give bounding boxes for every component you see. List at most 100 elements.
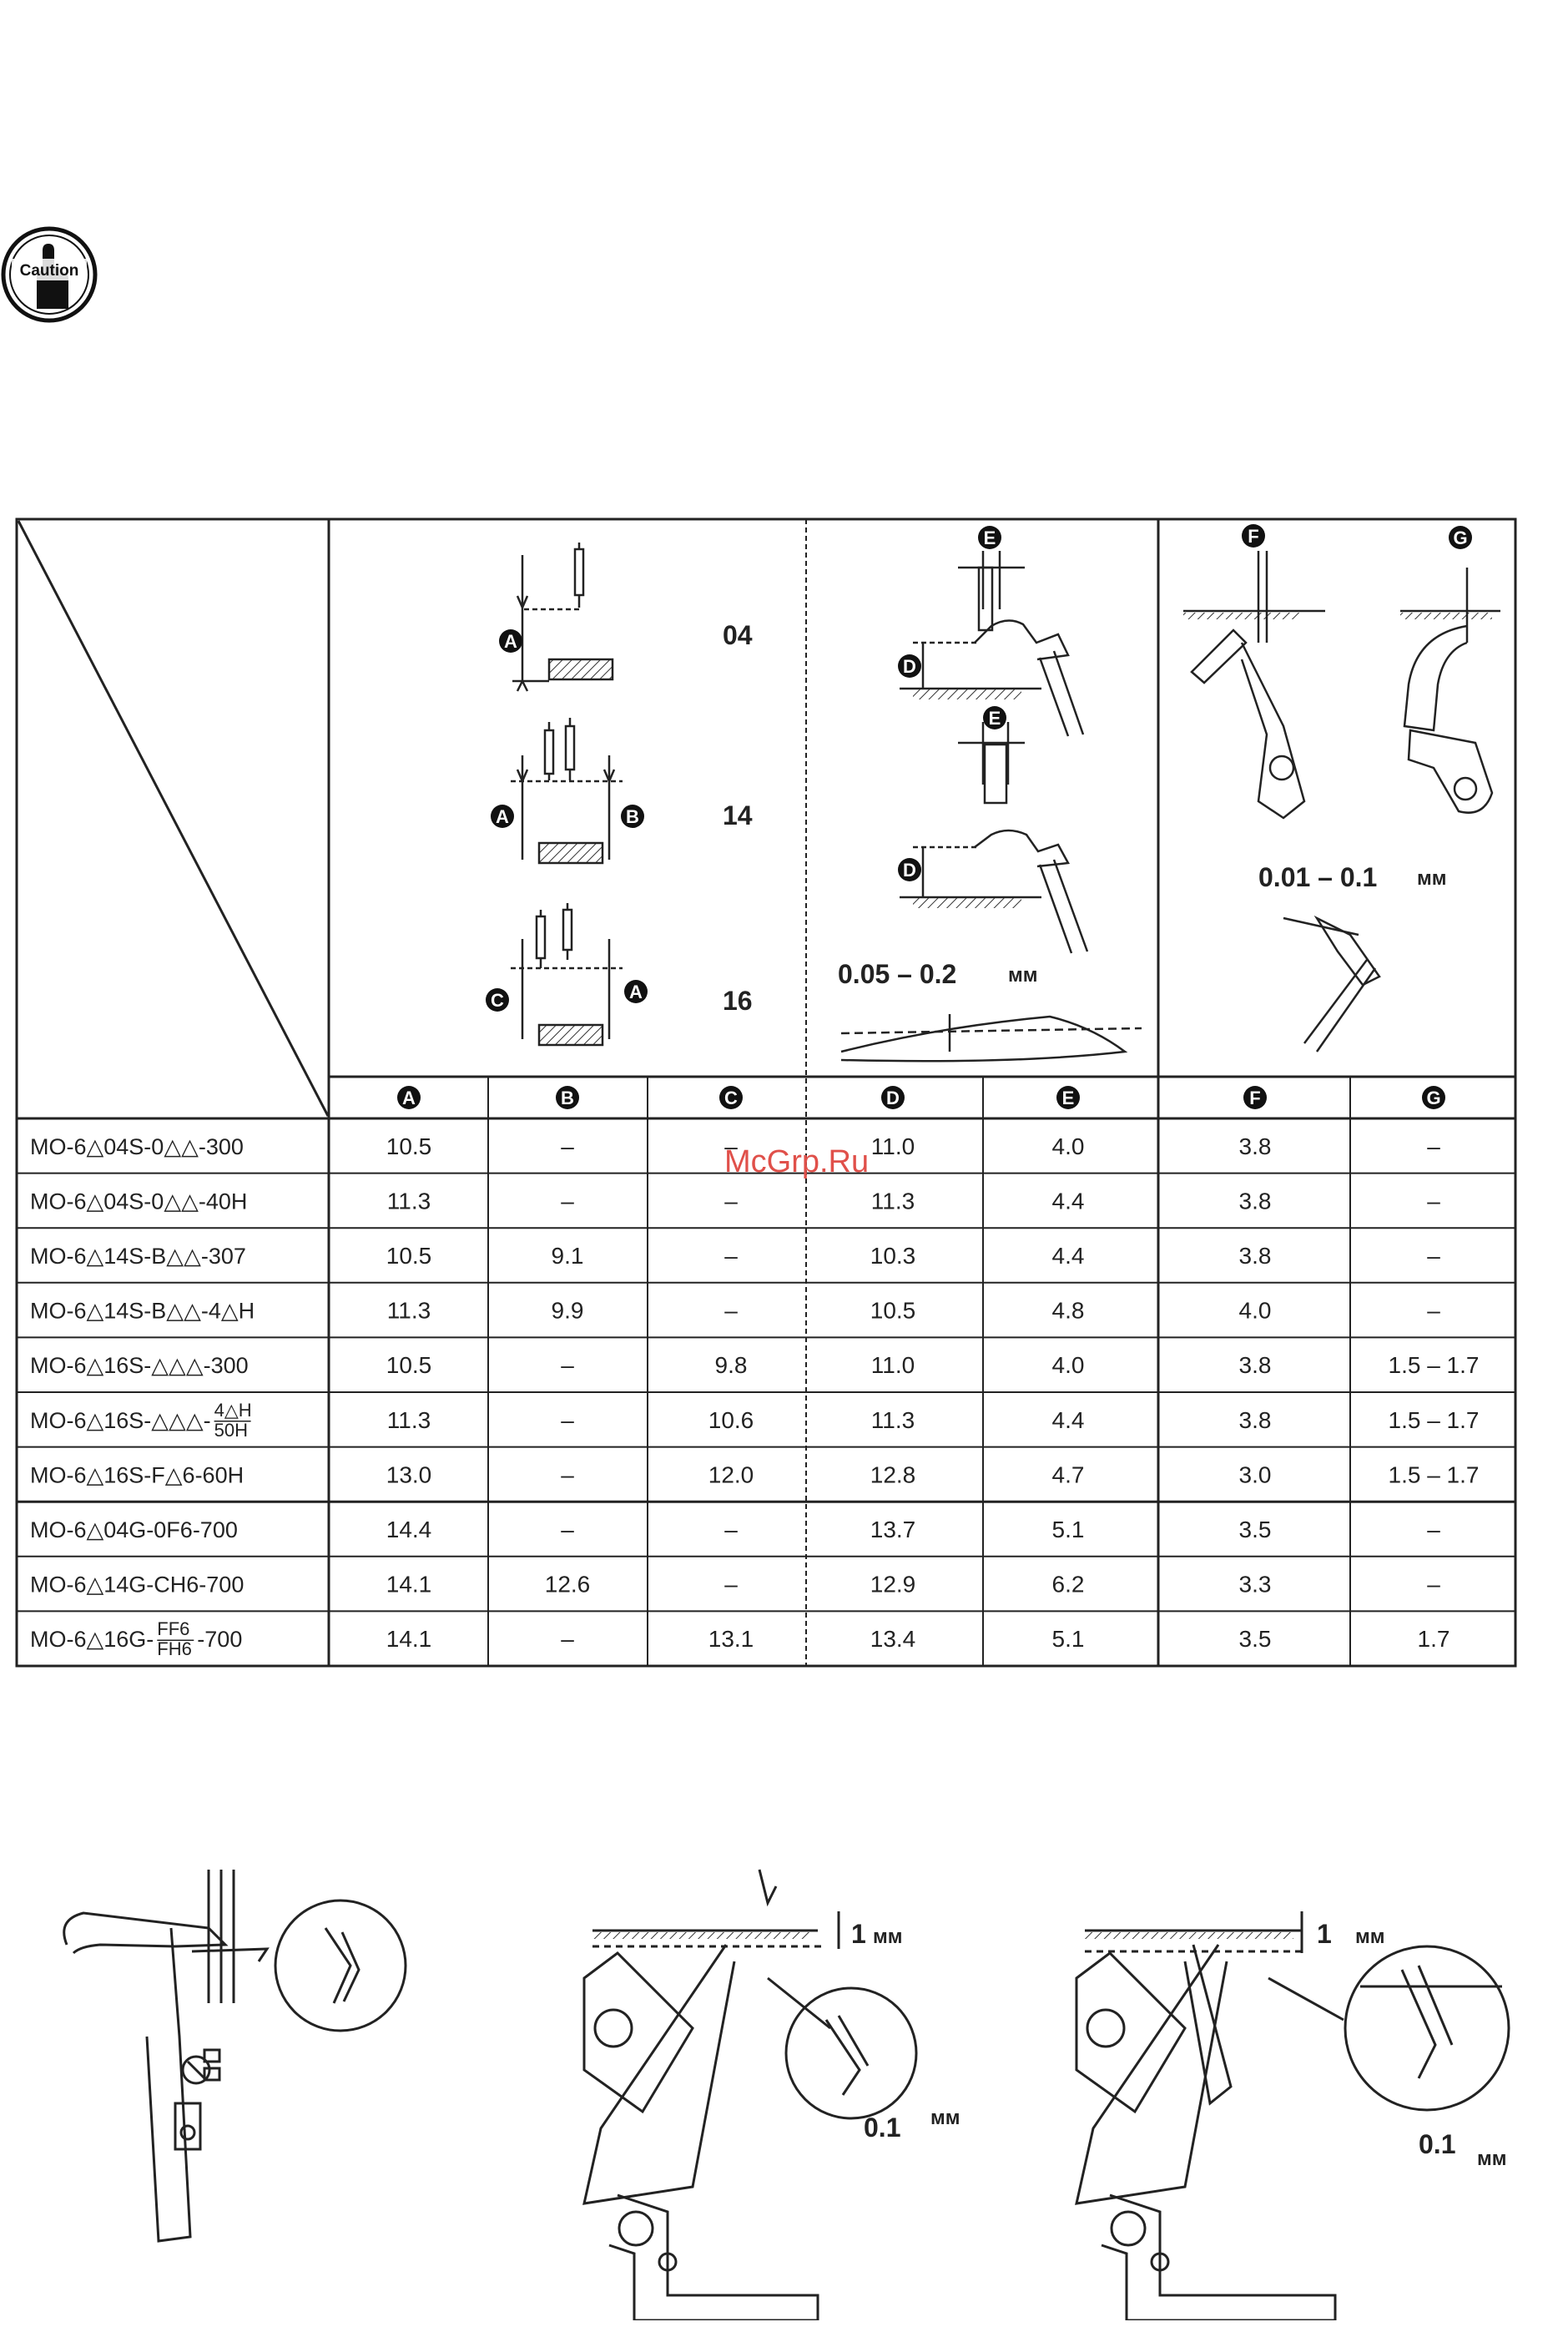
cell-b: 9.9 [552, 1298, 584, 1324]
cell-g: 1.7 [1418, 1626, 1450, 1652]
fig3-gap-unit: мм [1355, 1926, 1385, 1948]
cell-e: 4.7 [1052, 1461, 1085, 1487]
cell-d: 12.8 [870, 1461, 916, 1487]
row-model-fraction-top: FF6 [157, 1618, 189, 1639]
cell-c: 12.0 [708, 1461, 754, 1487]
cell-e: 4.0 [1052, 1352, 1085, 1378]
diagram-code-04: 04 [723, 620, 753, 650]
cell-e: 5.1 [1052, 1626, 1085, 1652]
fig3-clearance-unit: мм [1477, 2148, 1507, 2170]
marker-c-16: C [491, 990, 504, 1011]
marker-e-bottom: E [989, 708, 1001, 729]
row-model-fraction-top: 4△H [214, 1400, 252, 1421]
marker-a-04: A [504, 631, 517, 652]
row-model-fraction-bottom: 50H [214, 1420, 248, 1441]
cell-b: 9.1 [552, 1243, 584, 1269]
cell-f: 3.8 [1239, 1243, 1272, 1269]
cell-e: 5.1 [1052, 1517, 1085, 1542]
cell-a: 11.3 [387, 1188, 431, 1214]
watermark-text: McGrp.Ru [724, 1144, 869, 1179]
guard-letter-markers: F G [1242, 524, 1472, 549]
cell-g: – [1427, 1243, 1440, 1269]
cell-a: 14.4 [386, 1517, 432, 1542]
row-model-suffix: -700 [197, 1627, 242, 1652]
cell-g: 1.5 – 1.7 [1389, 1407, 1480, 1433]
col-header-marker-b [556, 1086, 579, 1109]
cell-e: 4.4 [1052, 1407, 1085, 1433]
cell-a: 10.5 [386, 1352, 432, 1378]
cell-c: 13.1 [708, 1626, 754, 1652]
cell-a: 14.1 [386, 1572, 432, 1598]
col-header-marker-f [1243, 1086, 1267, 1109]
row-model-name: MO-6△16S-△△△- [30, 1408, 211, 1433]
cell-f: 3.8 [1239, 1133, 1272, 1159]
cell-c: – [724, 1517, 738, 1542]
cell-c: – [724, 1572, 738, 1598]
cell-c: 9.8 [715, 1352, 748, 1378]
figure-needle-looper [63, 1870, 407, 2243]
row-model-name: MO-6△14G-CH6-700 [30, 1572, 244, 1598]
caution-icon: Caution [0, 225, 98, 324]
col-header-d: D [886, 1088, 900, 1108]
cell-b: – [561, 1188, 574, 1214]
col-header-marker-a [397, 1086, 421, 1109]
needle-height-diagrams [511, 543, 623, 1047]
cell-c: – [724, 1133, 738, 1159]
cell-g: – [1427, 1188, 1440, 1214]
cell-e: 4.4 [1052, 1188, 1085, 1214]
marker-e-top: E [984, 527, 996, 548]
cell-e: 4.0 [1052, 1133, 1085, 1159]
cell-f: 3.8 [1239, 1352, 1272, 1378]
cell-b: – [561, 1407, 574, 1433]
marker-d-top: D [903, 656, 916, 677]
cell-d: 13.7 [870, 1517, 916, 1542]
cell-e: 4.4 [1052, 1243, 1085, 1269]
fig3-clearance-value: 0.1 [1419, 2129, 1455, 2159]
cell-g: – [1427, 1133, 1440, 1159]
cell-b: – [561, 1517, 574, 1542]
corner-diagonal [17, 520, 330, 1117]
row-model-name: MO-6△14S-B△△-307 [30, 1244, 246, 1269]
cell-a: 14.1 [386, 1626, 432, 1652]
col-header-b: B [561, 1088, 574, 1108]
row-model-name: MO-6△16S-F△6-60H [30, 1462, 244, 1487]
figure-looper-clearance-2 [1075, 1911, 1510, 2322]
col-header-marker-e [1056, 1086, 1080, 1109]
col-header-g: G [1426, 1088, 1440, 1108]
cell-a: 11.3 [387, 1407, 431, 1433]
cell-b: – [561, 1461, 574, 1487]
cell-d: 12.9 [870, 1572, 916, 1598]
cell-a: 11.3 [387, 1298, 431, 1324]
col-header-marker-g [1422, 1086, 1445, 1109]
looper-diagrams [840, 551, 1142, 1063]
cell-d: 11.0 [871, 1352, 915, 1378]
clearance-fg-value: 0.01 – 0.1 [1258, 862, 1377, 892]
cell-b: – [561, 1133, 574, 1159]
fig2-clearance-unit: мм [930, 2107, 960, 2129]
row-model-fraction-bottom: FH6 [157, 1638, 192, 1659]
clearance-fg-unit: мм [1417, 867, 1447, 890]
row-model-name: MO-6△16G- [30, 1627, 154, 1652]
cell-c: – [724, 1298, 738, 1324]
cell-a: 13.0 [386, 1461, 432, 1487]
col-header-a: A [402, 1088, 416, 1108]
clearance-de-unit: мм [1008, 964, 1038, 987]
cell-b: – [561, 1352, 574, 1378]
col-header-c: C [724, 1088, 738, 1108]
row-model-name: MO-6△04G-0F6-700 [30, 1517, 238, 1542]
cell-d: 11.0 [871, 1133, 915, 1159]
cell-g: – [1427, 1298, 1440, 1324]
cell-f: 3.0 [1239, 1461, 1272, 1487]
cell-f: 3.3 [1239, 1572, 1272, 1598]
cell-f: 3.5 [1239, 1626, 1272, 1652]
row-model-name: MO-6△16S-△△△-300 [30, 1353, 249, 1378]
marker-d-bottom: D [903, 860, 916, 881]
fig2-gap-unit: мм [873, 1926, 903, 1948]
cell-g: 1.5 – 1.7 [1389, 1352, 1480, 1378]
caution-label: Caution [20, 262, 79, 280]
cell-d: 11.3 [871, 1188, 915, 1214]
cell-f: 3.5 [1239, 1517, 1272, 1542]
cell-d: 10.5 [870, 1298, 916, 1324]
clearance-de-value: 0.05 – 0.2 [838, 959, 956, 989]
cell-f: 3.8 [1239, 1407, 1272, 1433]
